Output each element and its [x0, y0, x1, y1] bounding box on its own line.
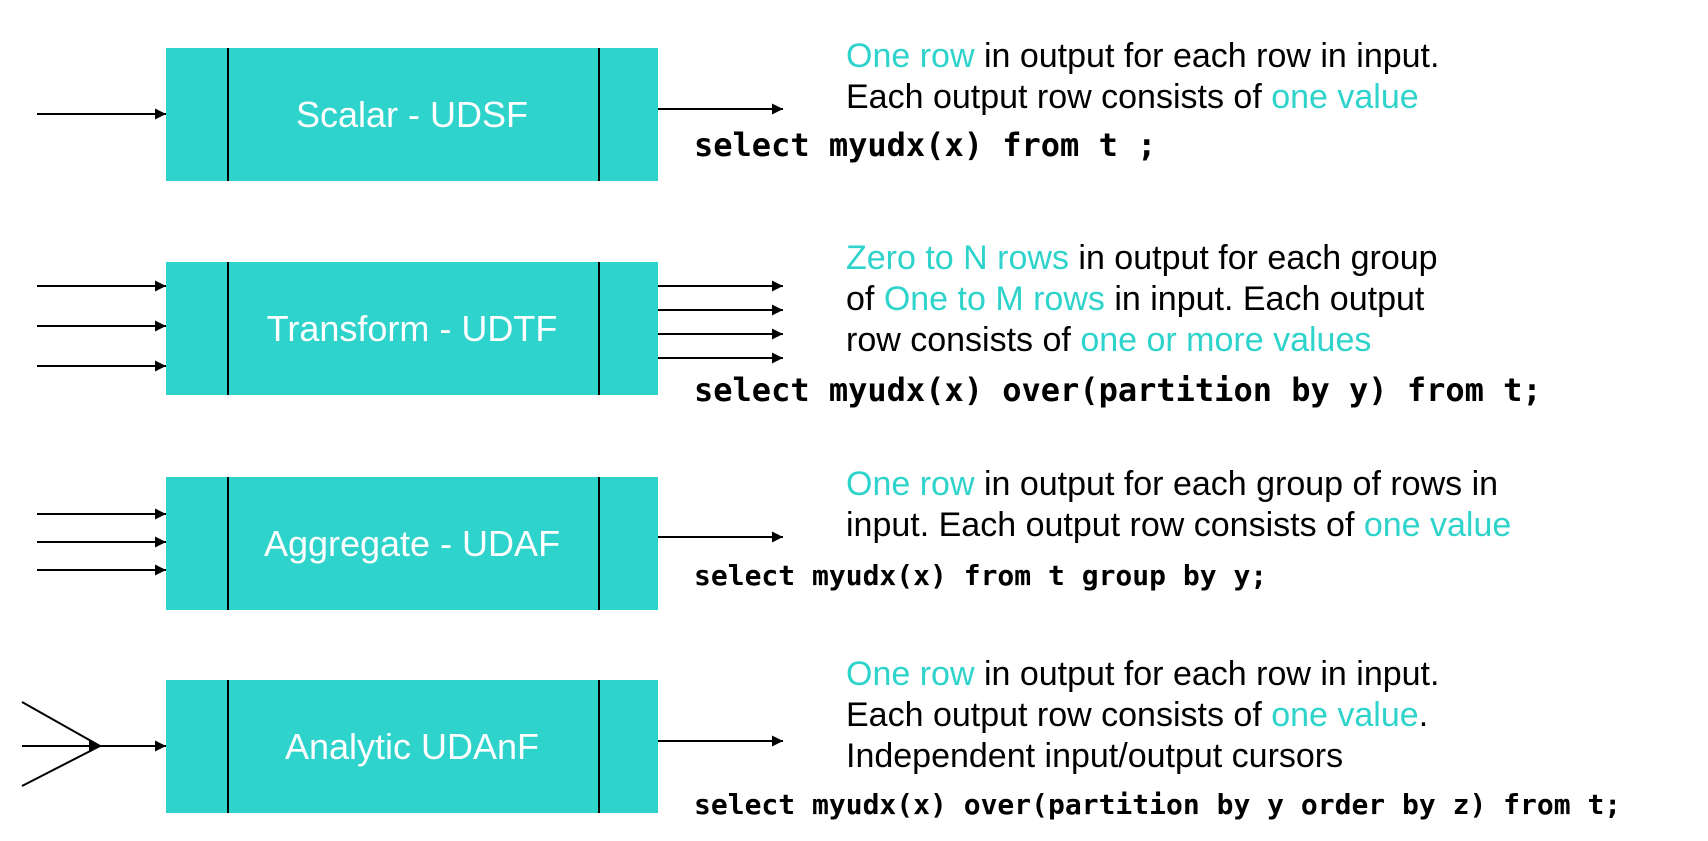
description-text: Each output row consists of	[846, 78, 1272, 116]
highlight-text: One row	[846, 37, 975, 75]
description-text: row consists of	[846, 321, 1081, 359]
analytic-udanf-box: Analytic UDAnF	[166, 680, 658, 813]
box-divider-left	[227, 48, 229, 181]
description-text: in input. Each output	[1104, 280, 1425, 318]
box-divider-left	[227, 680, 229, 813]
box-label: Scalar - UDSF	[295, 93, 529, 135]
description-line: input. Each output row consists of one v…	[846, 505, 1511, 546]
description-line: Each output row consists of one value.	[846, 695, 1439, 736]
transform-udtf-box: Transform - UDTF	[166, 262, 658, 395]
description-line: Independent input/output cursors	[846, 736, 1439, 777]
highlight-text: One row	[846, 655, 975, 693]
description-text: Independent input/output cursors	[846, 737, 1344, 775]
highlight-text: One row	[846, 465, 975, 503]
box-label: Aggregate - UDAF	[263, 522, 561, 564]
description-text: in output for each row in input.	[974, 655, 1440, 693]
aggregate-udaf-box: Aggregate - UDAF	[166, 477, 658, 610]
analytic-description: One row in output for each row in input.…	[846, 654, 1439, 777]
box-divider-right	[598, 48, 600, 181]
description-text: of	[846, 280, 884, 318]
highlight-text: one value	[1363, 506, 1512, 544]
transform-sql: select myudx(x) over(partition by y) fro…	[694, 371, 1542, 409]
description-text: in output for each group of rows in	[974, 465, 1499, 503]
box-divider-right	[598, 680, 600, 813]
scalar-description: One row in output for each row in input.…	[846, 36, 1439, 118]
box-label: Transform - UDTF	[266, 307, 558, 349]
description-text: .	[1418, 696, 1429, 734]
scalar-sql: select myudx(x) from t ;	[694, 126, 1157, 164]
description-line: One row in output for each row in input.	[846, 654, 1439, 695]
highlight-text: one value	[1271, 696, 1419, 734]
description-line: One row in output for each group of rows…	[846, 464, 1511, 505]
description-line: row consists of one or more values	[846, 320, 1438, 361]
box-divider-right	[598, 477, 600, 610]
description-line: Each output row consists of one value	[846, 77, 1439, 118]
highlight-text: Zero to N rows	[846, 239, 1069, 277]
analytic-fan-line-bottom	[21, 745, 101, 787]
highlight-text: one value	[1271, 78, 1419, 116]
box-divider-left	[227, 477, 229, 610]
description-text: input. Each output row consists of	[846, 506, 1364, 544]
description-line: of One to M rows in input. Each output	[846, 279, 1438, 320]
box-divider-right	[598, 262, 600, 395]
description-text: in output for each group	[1068, 239, 1438, 277]
aggregate-sql: select myudx(x) from t group by y;	[694, 559, 1268, 592]
description-line: One row in output for each row in input.	[846, 36, 1439, 77]
description-line: Zero to N rows in output for each group	[846, 238, 1438, 279]
highlight-text: One to M rows	[883, 280, 1105, 318]
highlight-text: one or more values	[1080, 321, 1372, 359]
analytic-sql: select myudx(x) over(partition by y orde…	[694, 788, 1622, 821]
box-label: Analytic UDAnF	[284, 725, 540, 767]
analytic-fan-line-top	[21, 701, 101, 747]
description-text: Each output row consists of	[846, 696, 1272, 734]
aggregate-description: One row in output for each group of rows…	[846, 464, 1511, 546]
box-divider-left	[227, 262, 229, 395]
description-text: in output for each row in input.	[974, 37, 1440, 75]
scalar-udsf-box: Scalar - UDSF	[166, 48, 658, 181]
